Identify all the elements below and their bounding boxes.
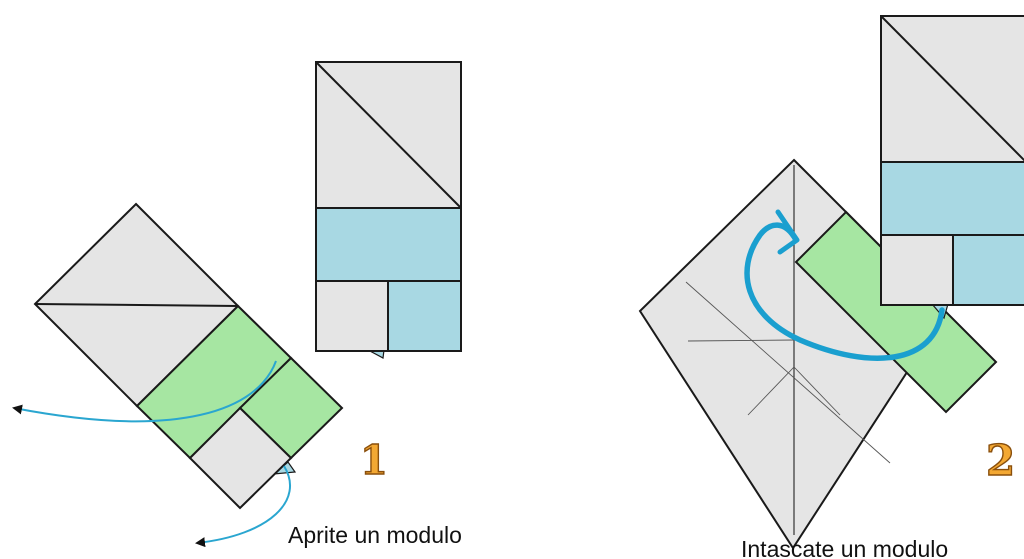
step2-insert-arrow [744,222,945,361]
step1-unfold-arrow-upper [12,360,277,423]
step2-upright-gray-pocket [880,234,954,306]
step1-upright-blue-band [315,207,462,282]
step2-upright-module [880,15,1024,320]
step1-number: 1 [360,437,388,484]
step1-upright-diagonal [315,61,462,209]
step1-tilted-diagonal [34,303,239,307]
step2-upright-blue-pocket [952,234,1024,306]
step2-inner-fold-4 [793,366,841,416]
step1-upright-gray-pocket [315,280,389,352]
step1-unfold-arrow-lower [195,465,291,548]
step1-upright-module [315,61,462,359]
step2-upright-diagonal [880,15,1024,162]
step2-insert-arrowhead [775,209,800,255]
step2-inner-fold-2 [687,339,795,342]
step1-caption: Aprite un modulo [288,522,462,548]
step2-caption: Intascate un modulo [741,536,949,559]
step2-inner-fold-3 [747,366,795,416]
step1-tilted-gray-pocket [188,406,293,510]
step2-upright-blue-band [880,161,1024,236]
step1-tilted-module [33,202,344,510]
step2-number: 2 [986,436,1015,485]
step2-inner-fold-1 [685,281,891,464]
step1-upright-blue-pocket [387,280,462,352]
